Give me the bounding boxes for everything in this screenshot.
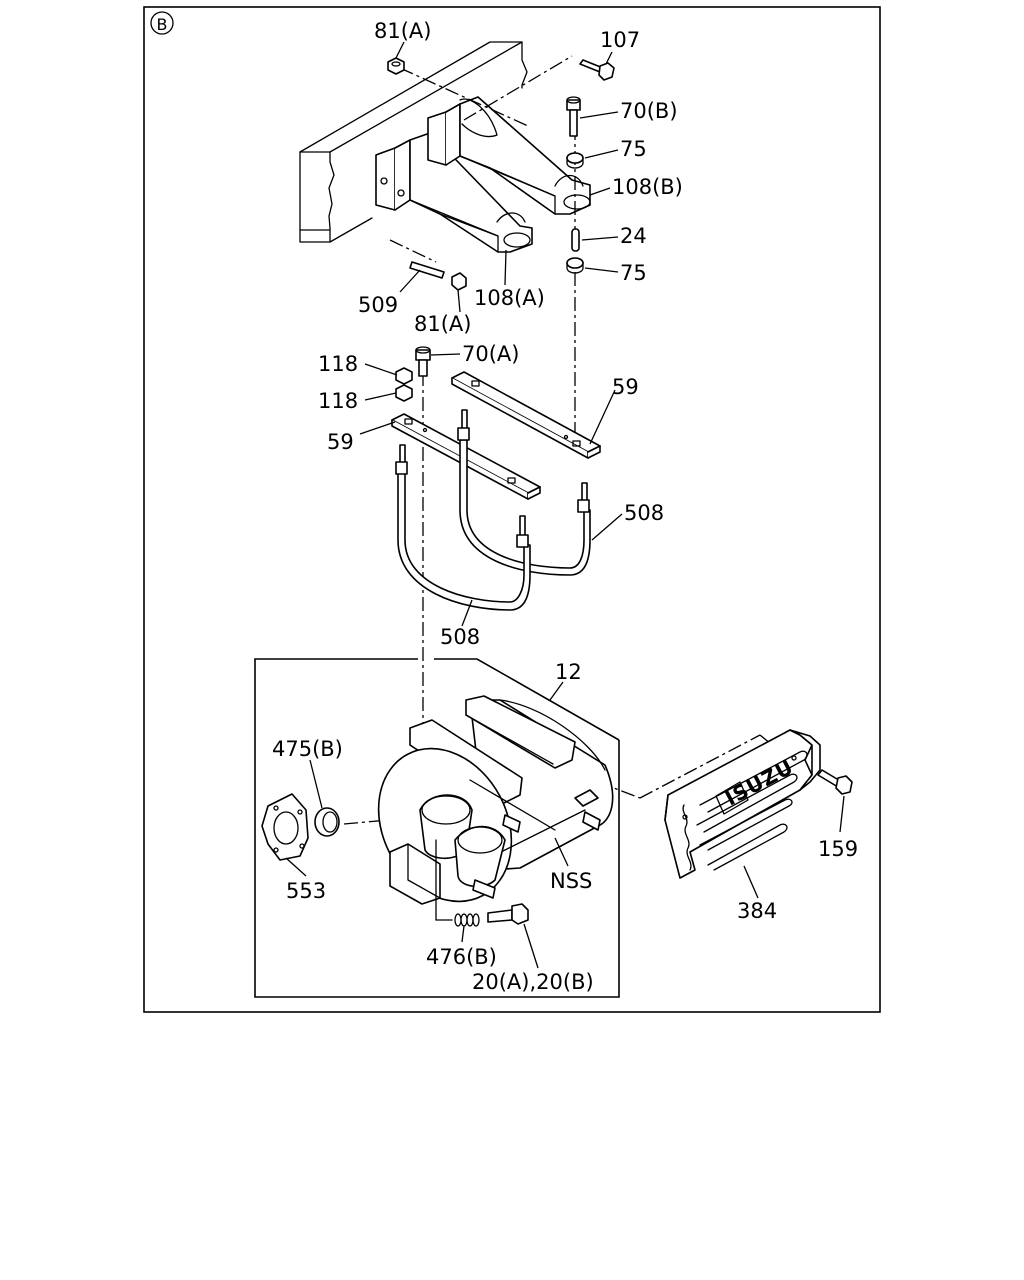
callout-70b: 70(B) — [620, 99, 678, 123]
u-band-508-rear — [457, 409, 591, 576]
callout-24: 24 — [620, 224, 647, 248]
callout-70a: 70(A) — [462, 342, 519, 366]
right-hanger-bracket — [427, 96, 591, 215]
callout-108b: 108(B) — [612, 175, 683, 199]
callout-159: 159 — [818, 837, 858, 861]
washer-75-top — [566, 152, 584, 169]
mounting-plate-59-rear — [451, 371, 601, 459]
callout-553: 553 — [286, 879, 326, 903]
nut-81a-bottom — [451, 272, 467, 291]
callout-75-bottom: 75 — [620, 261, 647, 285]
svg-text:B: B — [157, 15, 168, 34]
callout-508-right: 508 — [624, 501, 664, 525]
bolt-20 — [487, 903, 529, 925]
bolt-159 — [817, 769, 853, 795]
washer-75-bottom — [566, 257, 584, 274]
callout-59-left: 59 — [327, 430, 354, 454]
frame-rail — [299, 41, 528, 243]
callout-108a: 108(A) — [474, 286, 545, 310]
callout-81a-bottom: 81(A) — [414, 312, 471, 336]
callout-509: 509 — [358, 293, 398, 317]
flange-553 — [261, 793, 309, 861]
bolt-70b — [566, 96, 581, 137]
muffler-12 — [377, 695, 614, 905]
callout-81a-top: 81(A) — [374, 19, 431, 43]
callout-508-bottom: 508 — [440, 625, 480, 649]
bolt-70a — [415, 346, 431, 377]
pin-24 — [571, 228, 580, 252]
muffler-subassembly-frame — [254, 658, 620, 998]
u-band-508-front — [395, 444, 531, 611]
spring-476b — [454, 913, 480, 927]
nut-81a-top — [387, 57, 405, 75]
callout-475b: 475(B) — [272, 737, 343, 761]
callout-118-top: 118 — [318, 352, 358, 376]
callout-20: 20(A),20(B) — [472, 970, 594, 994]
bolt-107 — [579, 59, 615, 81]
section-marker: B — [150, 11, 174, 35]
subassembly-frame-leader — [434, 658, 620, 741]
callout-75-top: 75 — [620, 137, 647, 161]
callout-nss: NSS — [550, 869, 592, 893]
stud-509 — [409, 261, 445, 279]
callout-118-bottom: 118 — [318, 389, 358, 413]
heat-shield-384 — [664, 729, 821, 879]
callout-384: 384 — [737, 899, 777, 923]
diagram-outer-frame — [143, 6, 881, 1013]
callout-12: 12 — [555, 660, 582, 684]
nut-118-top — [395, 367, 413, 385]
leader-lines — [285, 41, 845, 969]
callout-59-right: 59 — [612, 375, 639, 399]
gasket-475b — [314, 807, 340, 837]
callout-107: 107 — [600, 28, 640, 52]
callout-476b: 476(B) — [426, 945, 497, 969]
nut-118-bottom — [395, 384, 413, 402]
